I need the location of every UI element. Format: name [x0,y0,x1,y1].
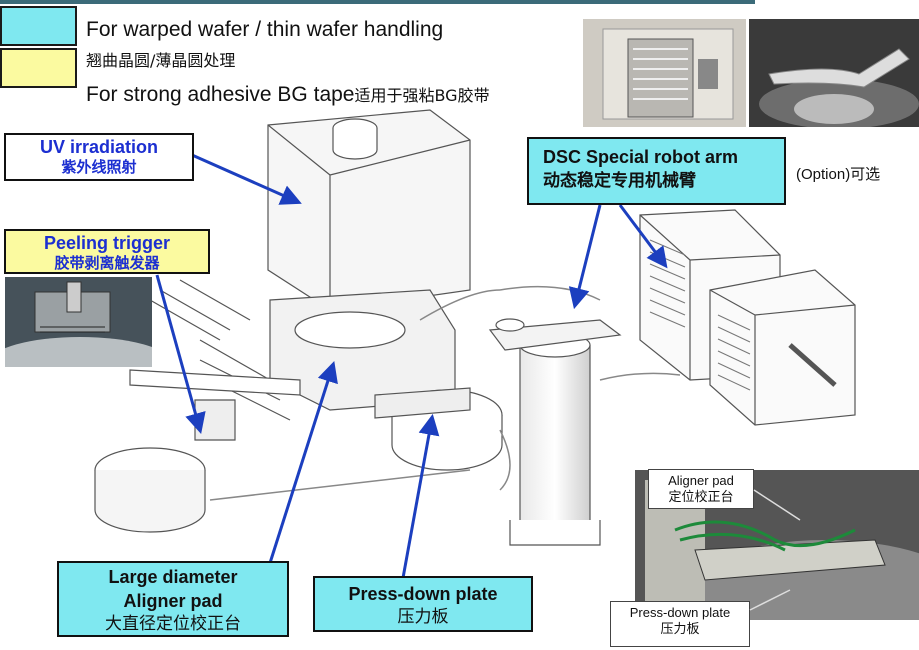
cassette-photo-art [583,19,746,127]
legend-cyan-label-cn: 翘曲晶圆/薄晶圆处理 [86,51,236,70]
photo-press-down-title: Press-down plate [629,605,731,620]
photo-aligner-pad-label: Aligner pad 定位校正台 [648,469,754,509]
robot-arm-photo [749,19,919,127]
photo-press-down-label: Press-down plate 压力板 [610,601,750,647]
dsc-robot-arm-title-cn: 动态稳定专用机械臂 [543,171,696,191]
robot-arm-photo-art [749,19,919,127]
large-aligner-pad-cn: 大直径定位校正台 [105,614,241,634]
press-down-plate-title: Press-down plate [348,584,498,604]
legend-yellow-row: For strong adhesive BG tape适用于强粘BG胶带 [86,82,490,107]
legend-yellow-label: For strong adhesive BG tape [86,83,355,106]
peeling-trigger-photo-art [5,277,152,367]
dsc-robot-arm-callout: DSC Special robot arm 动态稳定专用机械臂 [527,137,786,205]
peeling-trigger-callout: Peeling trigger 胶带剥离触发器 [4,229,210,274]
large-aligner-pad-callout: Large diameter Aligner pad 大直径定位校正台 [57,561,289,637]
press-down-plate-cn: 压力板 [397,607,449,627]
photo-press-down-cn: 压力板 [660,622,700,637]
uv-irradiation-title: UV irradiation [39,137,159,157]
legend-cyan-label: For warped wafer / thin wafer handling [86,18,444,41]
dsc-robot-arm-title: DSC Special robot arm [543,147,739,167]
press-down-plate-callout: Press-down plate 压力板 [313,576,533,632]
cassette-photo [583,19,746,127]
peeling-trigger-title-cn: 胶带剥离触发器 [54,254,160,272]
photo-aligner-pad-cn: 定位校正台 [668,490,734,505]
peeling-trigger-title: Peeling trigger [43,233,171,253]
peeling-trigger-photo [5,277,152,367]
large-aligner-pad-line2: Aligner pad [123,591,223,611]
large-aligner-pad-line1: Large diameter [108,567,238,587]
uv-irradiation-title-cn: 紫外线照射 [61,158,137,176]
legend-cyan-swatch [0,6,77,46]
uv-irradiation-callout: UV irradiation 紫外线照射 [4,133,194,181]
top-accent-bar [0,0,755,4]
option-label: (Option)可选 [796,166,881,183]
legend-yellow-label-cn: 适用于强粘BG胶带 [354,86,490,105]
legend-yellow-swatch [0,48,77,88]
photo-aligner-pad-title: Aligner pad [668,473,734,488]
